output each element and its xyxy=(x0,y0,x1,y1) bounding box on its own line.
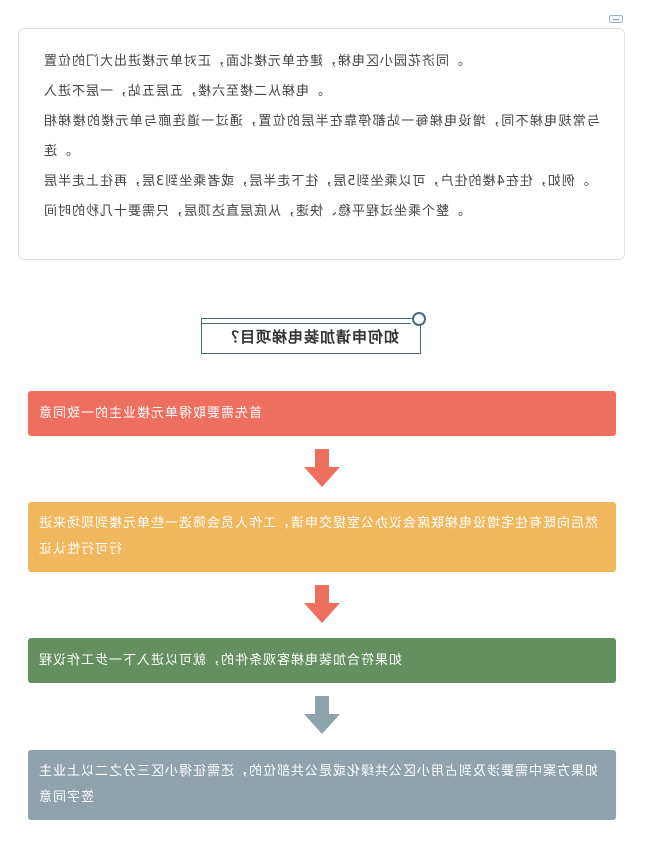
intro-text-box: 同济花园小区电梯，建在单元楼北面，正对单元楼进出大门的位置。 电梯从二楼至六楼，… xyxy=(18,28,625,260)
section-heading: 如何申请加装电梯项目？ xyxy=(201,312,426,356)
down-arrow-icon xyxy=(304,696,340,734)
ring-ornament-icon xyxy=(412,312,426,326)
step-2-text: 然后向既有住宅增设电梯联席会议办公室提交申请，工作人员会筛选一些单元楼到现场来进… xyxy=(38,516,599,557)
step-3-text: 如果符合加装电梯客观条件的，就可以进入下一步工作议程 xyxy=(38,652,403,668)
down-arrow-icon xyxy=(304,449,340,487)
intro-paragraph: 与常规电梯不同，增设电梯每一站都停靠在半层的位置，通过一道连廊与单元楼的楼梯相连… xyxy=(43,114,600,159)
step-4-text: 如果方案中需要涉及到占用小区公共绿化或是公共部位的，还需征得小区三分之二以上业主… xyxy=(38,764,599,805)
intro-paragraph: 例如，住在4楼的住户，可以乘坐到5层，往下走半层，或者乘坐到3层，再往上走半层。 xyxy=(43,174,589,189)
intro-paragraph: 同济花园小区电梯，建在单元楼北面，正对单元楼进出大门的位置。 xyxy=(43,54,464,69)
down-arrow-icon xyxy=(304,585,340,623)
step-1-box: 首先需要取得单元楼业主的一致同意 xyxy=(28,391,616,436)
intro-paragraph: 整个乘坐过程平稳、快速，从底层直达顶层，只需要十几秒的时间。 xyxy=(43,204,464,219)
heading-frame: 如何申请加装电梯项目？ xyxy=(201,318,421,354)
step-2-box: 然后向既有住宅增设电梯联席会议办公室提交申请，工作人员会筛选一些单元楼到现场来进… xyxy=(28,502,616,572)
step-1-text: 首先需要取得单元楼业主的一致同意 xyxy=(38,405,263,421)
intro-text-content: 同济花园小区电梯，建在单元楼北面，正对单元楼进出大门的位置。 电梯从二楼至六楼，… xyxy=(19,29,624,259)
heading-title: 如何申请加装电梯项目？ xyxy=(222,327,399,346)
step-4-box: 如果方案中需要涉及到占用小区公共绿化或是公共部位的，还需征得小区三分之二以上业主… xyxy=(28,750,616,820)
collapse-icon[interactable] xyxy=(609,15,623,23)
intro-paragraph: 电梯从二楼至六楼，五层五站，一层不进入。 xyxy=(43,84,324,99)
step-3-box: 如果符合加装电梯客观条件的，就可以进入下一步工作议程 xyxy=(28,638,616,683)
